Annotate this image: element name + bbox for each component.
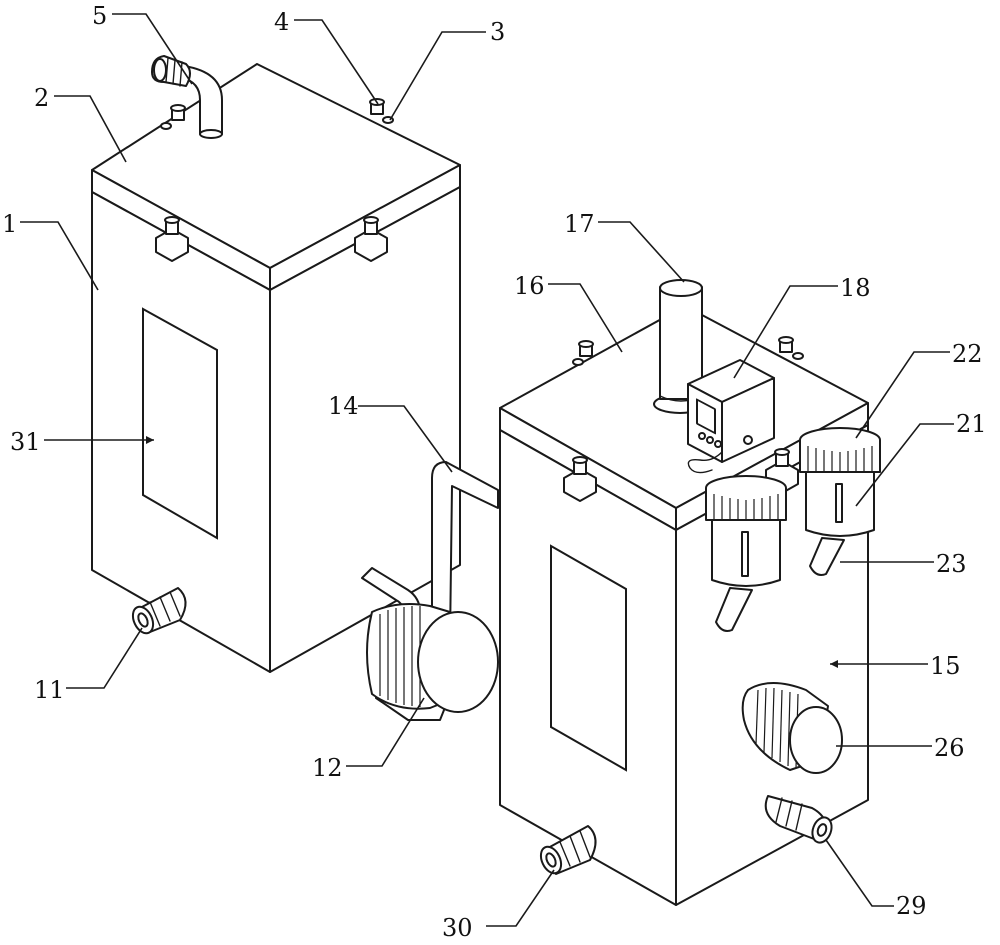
leader-1	[20, 221, 99, 291]
callout-16: 16	[514, 272, 545, 300]
leader-12	[346, 697, 425, 767]
right-tank-window	[550, 544, 627, 772]
motor-26	[741, 682, 843, 774]
callout-3: 3	[490, 18, 505, 46]
leader-5	[112, 13, 193, 85]
leader-17	[598, 221, 685, 283]
left-tank-window	[142, 307, 218, 540]
controller-18	[687, 359, 775, 474]
callout-22: 22	[952, 340, 983, 368]
leader-2	[54, 95, 127, 163]
left-tank-side-face	[269, 186, 461, 673]
top-bolt-4	[369, 98, 394, 124]
leader-4	[294, 19, 379, 105]
leader-3	[389, 31, 486, 121]
right-top-bolt-left	[572, 340, 594, 366]
inlet-elbow-pipe	[151, 55, 223, 139]
right-tank	[499, 279, 881, 906]
callout-1: 1	[2, 210, 17, 238]
leader-18	[733, 285, 838, 379]
leader-16	[548, 283, 623, 353]
right-lid-bolt-side	[765, 448, 799, 494]
pump-end-cap	[417, 611, 499, 713]
leader-21	[855, 423, 954, 507]
callout-23: 23	[936, 550, 967, 578]
transfer-pipe-14	[431, 461, 499, 641]
callout-15: 15	[930, 652, 961, 680]
left-tank	[91, 55, 461, 673]
top-bolt-back	[160, 104, 186, 130]
leader-29	[825, 839, 894, 907]
drain-fitting-11	[131, 587, 187, 635]
callout-26: 26	[934, 734, 965, 762]
filter-21	[705, 475, 787, 632]
callout-21: 21	[956, 410, 987, 438]
arrow-31	[146, 436, 154, 444]
callout-5: 5	[92, 2, 107, 30]
filter-22	[799, 427, 881, 576]
callout-31: 31	[10, 428, 41, 456]
leader-14	[358, 405, 453, 473]
callout-11: 11	[34, 676, 65, 704]
callout-17: 17	[564, 210, 595, 238]
right-top-bolt-right	[778, 336, 804, 360]
callout-4: 4	[274, 8, 289, 36]
leader-lines	[20, 13, 954, 927]
callout-labels: 5 4 3 2 1 31 11 14 12 17 16 18 22 21 23 …	[2, 2, 987, 942]
leader-11	[66, 627, 143, 689]
callout-29: 29	[896, 892, 927, 920]
pump-12	[361, 567, 499, 721]
callout-12: 12	[312, 754, 343, 782]
callout-30: 30	[442, 914, 473, 942]
leader-22	[855, 351, 950, 439]
arrow-15	[830, 660, 838, 668]
lid-bolt-left	[155, 216, 189, 262]
callout-18: 18	[840, 274, 871, 302]
fitting-30	[539, 825, 597, 875]
callout-2: 2	[34, 84, 49, 112]
leader-30	[486, 869, 555, 927]
lid-bolt-right	[354, 216, 388, 262]
fitting-29	[764, 795, 833, 844]
right-lid-bolt-front	[563, 456, 597, 502]
callout-14: 14	[328, 392, 359, 420]
motor-end-cap	[789, 706, 843, 774]
